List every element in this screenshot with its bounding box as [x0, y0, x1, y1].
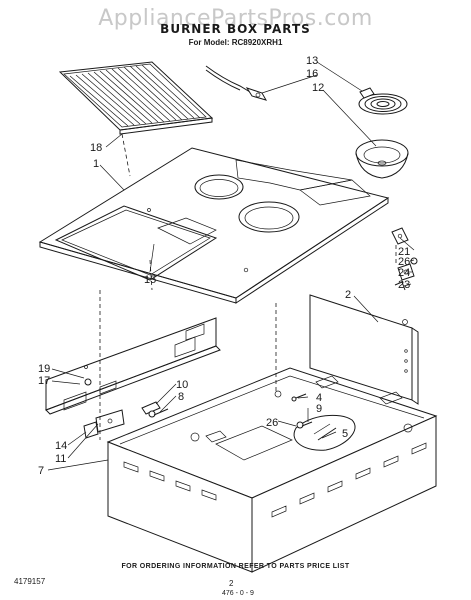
callout-5: 5: [342, 428, 348, 440]
callout-23: 23: [398, 279, 410, 291]
callout-19: 19: [38, 363, 50, 375]
callout-8: 8: [178, 391, 184, 403]
callout-12: 12: [312, 82, 324, 94]
leader-lines: [47, 61, 415, 471]
callout-9: 9: [316, 403, 322, 415]
hardware-parts: [391, 227, 418, 291]
cooktop-panel-part: [38, 147, 390, 304]
decal-part: [293, 414, 356, 451]
callout-21: 21: [398, 246, 410, 258]
diagram-title: BURNER BOX PARTS: [160, 22, 311, 36]
drip-bowl-part: [355, 139, 409, 179]
callout-16: 16: [306, 68, 318, 80]
callout-1: 1: [93, 158, 99, 170]
callout-14: 14: [55, 440, 67, 452]
callout-18: 18: [90, 142, 102, 154]
page-number: 2: [229, 579, 234, 588]
switch-part: [83, 409, 125, 439]
callout-26-lower: 26: [266, 417, 278, 429]
assembly-lines: [99, 133, 397, 440]
coil-element-part: [358, 87, 408, 115]
callout-4: 4: [316, 392, 322, 404]
document-number: 4179157: [14, 577, 46, 586]
wire-connector-part: [205, 65, 268, 101]
callout-numbers: 13 16 12 18 1 21 26 24 23 2 15 19 17 10 …: [38, 55, 410, 477]
grille-part: [58, 61, 214, 135]
burner-box-part: [106, 367, 438, 573]
callout-26-upper: 26: [398, 256, 410, 268]
front-panel-part: [45, 317, 221, 415]
site-watermark: AppliancePartsPros.com: [98, 6, 373, 31]
screw-parts: [141, 401, 169, 418]
date-code: 476 - 0 - 9: [222, 590, 254, 597]
callout-13: 13: [306, 55, 318, 67]
callout-7: 7: [38, 465, 44, 477]
model-line: For Model: RC8920XRH1: [188, 38, 283, 47]
rear-side-panel-part: [309, 294, 419, 405]
callout-10: 10: [176, 379, 188, 391]
ordering-note: FOR ORDERING INFORMATION REFER TO PARTS …: [121, 563, 350, 570]
callout-17: 17: [38, 375, 50, 387]
callout-24: 24: [398, 267, 410, 279]
callout-15: 15: [144, 274, 156, 286]
box-screw-parts: [291, 393, 313, 429]
callout-2: 2: [345, 289, 351, 301]
callout-11: 11: [55, 453, 66, 465]
